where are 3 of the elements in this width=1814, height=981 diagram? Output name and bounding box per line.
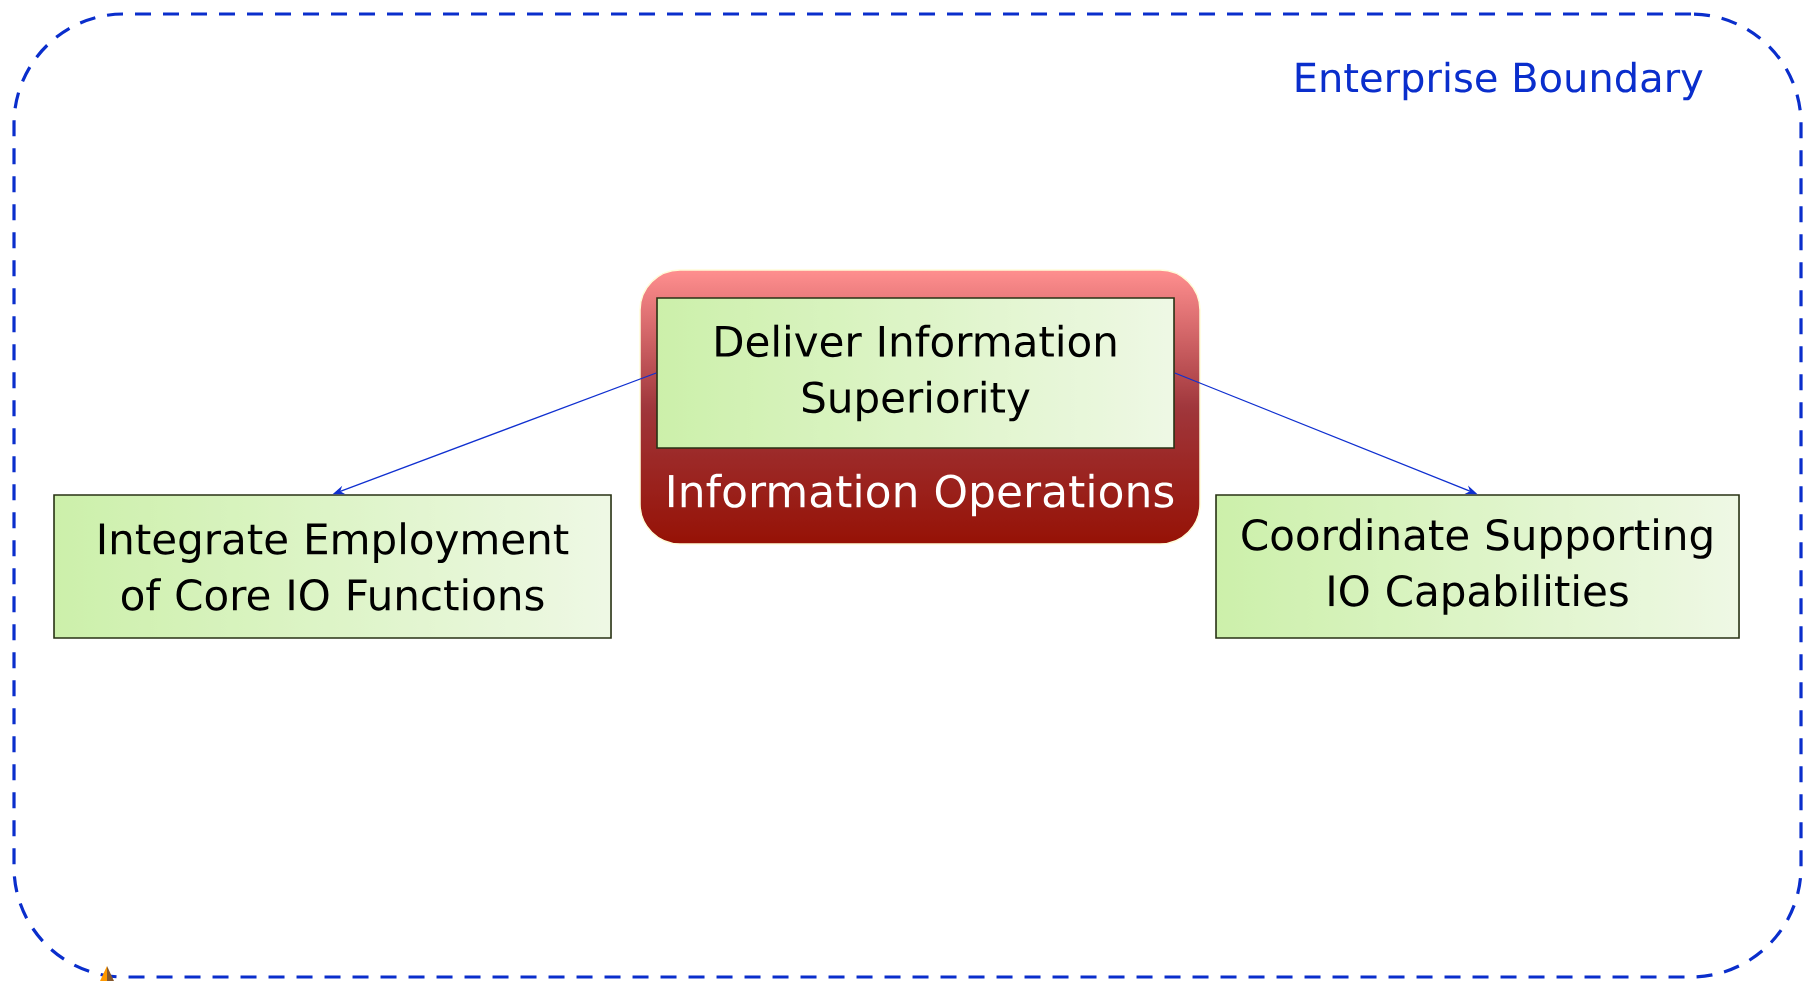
process-box: Coordinate Supporting IO Capabilities (1215, 494, 1740, 639)
process-box: Integrate Employment of Core IO Functions (53, 494, 612, 639)
process-box: Deliver Information Superiority (656, 297, 1175, 449)
